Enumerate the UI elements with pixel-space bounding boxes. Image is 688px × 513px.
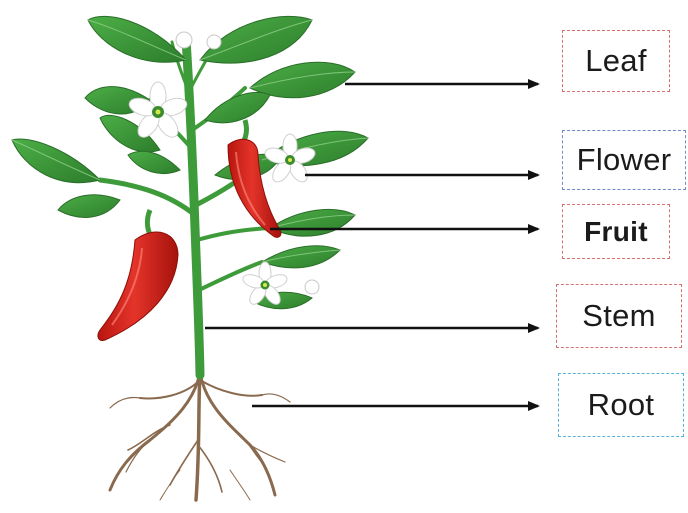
arrows xyxy=(205,84,538,406)
label-fruit: Fruit xyxy=(562,204,670,259)
label-flower: Flower xyxy=(562,130,686,190)
label-leaf: Leaf xyxy=(562,30,670,92)
roots xyxy=(110,372,290,500)
label-stem: Stem xyxy=(556,284,682,348)
label-root: Root xyxy=(558,373,684,437)
